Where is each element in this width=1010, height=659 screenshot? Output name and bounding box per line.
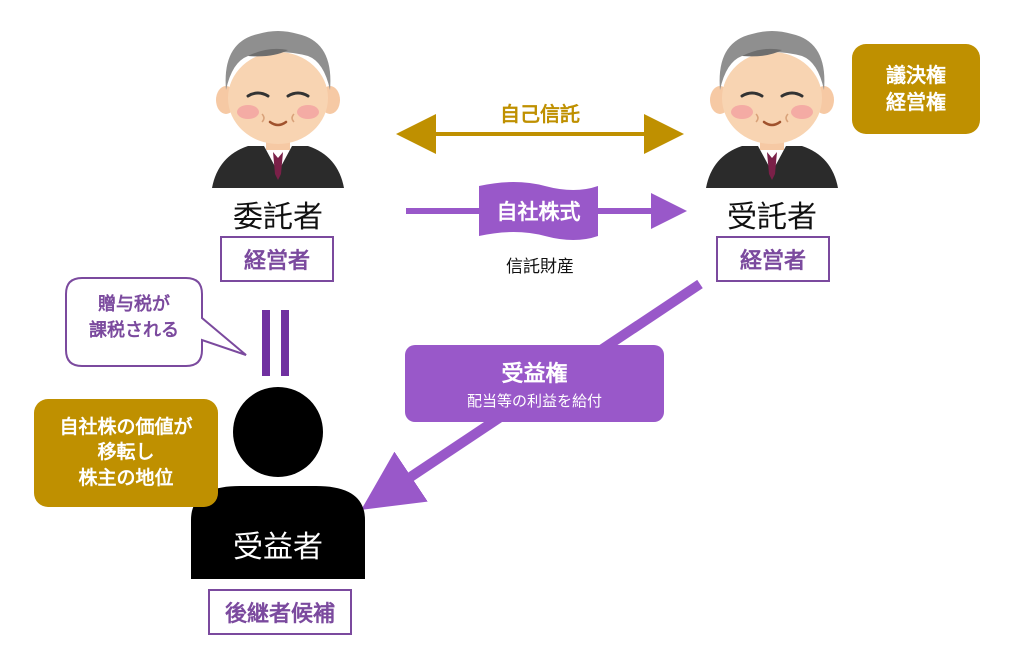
beneficiary-role-box: 後継者候補: [208, 589, 352, 635]
value-transfer-line3: 株主の地位: [78, 466, 174, 489]
value-transfer-line2: 移転し: [97, 441, 155, 464]
trustee-role-box: 経営者: [716, 236, 830, 282]
tax-bubble-line2: 課税される: [89, 320, 179, 342]
beneficiary-label: 受益者: [233, 530, 323, 565]
voting-rights-line1: 議決権: [886, 63, 946, 87]
trustor-role-box: 経営者: [220, 236, 334, 282]
tax-bubble-line1: 贈与税が: [98, 294, 170, 315]
shares-flag-label: 自社株式: [496, 200, 581, 224]
trust-property-caption: 信託財産: [506, 257, 574, 277]
tax-bubble-text: 贈与税が 課税される: [66, 292, 202, 344]
equal-bar-right: [281, 310, 289, 376]
voting-rights-box: 議決権 経営権: [852, 44, 980, 134]
beneficial-right-subtitle: 配当等の利益を給付: [466, 392, 602, 410]
equal-bar-left: [262, 310, 270, 376]
trustee-person-icon: [704, 29, 840, 190]
beneficiary-person-icon: [191, 387, 365, 579]
trustee-label: 受託者: [727, 200, 817, 235]
trustor-person-icon: [210, 29, 346, 190]
value-transfer-line1: 自社株の価値が: [59, 415, 193, 438]
beneficial-right-title: 受益権: [501, 362, 568, 387]
beneficial-right-box: 受益権 配当等の利益を給付: [405, 345, 664, 422]
tax-bubble-shape: [65, 277, 247, 367]
value-transfer-box: 自社株の価値が 移転し 株主の地位: [34, 399, 218, 507]
self-trust-label: 自己信託: [500, 102, 580, 126]
trustor-label: 委託者: [233, 200, 323, 235]
shares-flag-shape: [479, 182, 598, 240]
voting-rights-line2: 経営権: [886, 90, 946, 114]
